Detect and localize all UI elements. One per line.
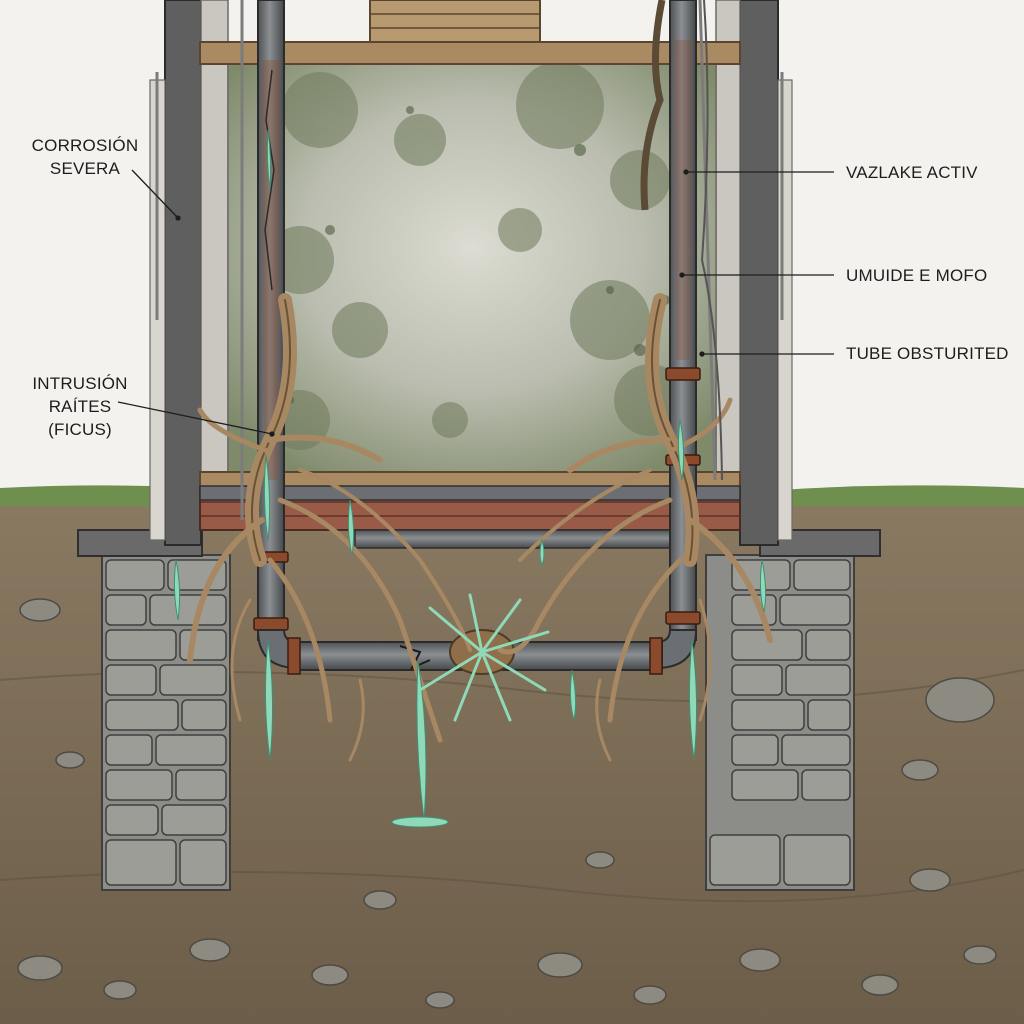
label-roots-line-2: RAÍTES <box>48 397 112 416</box>
rust-streak-right <box>674 40 692 360</box>
rust-streak-left <box>262 60 280 480</box>
wall-left <box>164 0 202 546</box>
wood-post-top <box>369 0 541 43</box>
grass-strip-right <box>780 485 1024 506</box>
stone-foundation-right <box>705 554 855 891</box>
water-spray <box>418 593 550 722</box>
label-corrosion: CORROSIÓN SEVERA <box>30 134 140 180</box>
leader-roots <box>117 401 273 435</box>
pipe-coupling-h <box>649 637 663 675</box>
label-blocked-pipe: TUBE OBSTURITED <box>846 344 1009 363</box>
stone-foundation-left <box>101 554 231 891</box>
label-roots-line-1: INTRUSIÓN <box>32 374 128 393</box>
pebbles <box>17 598 997 1009</box>
label-corrosion-line-1: CORROSIÓN <box>31 136 139 155</box>
label-roots-line-3: (FICUS) <box>48 420 112 439</box>
water-leaks <box>173 129 767 828</box>
hanging-root-strand <box>700 0 723 481</box>
leader-lines <box>117 169 834 437</box>
label-corrosion-line-2: SEVERA <box>49 159 121 178</box>
slab-beam <box>199 485 741 501</box>
label-active-leak: VAZLAKE ACTIV <box>846 163 978 182</box>
label-humidity-mold: UMUIDE E MOFO <box>846 266 988 285</box>
hanging-root <box>640 0 666 211</box>
pipe-coupling-h <box>287 637 301 675</box>
crack-left <box>264 69 275 291</box>
wall-right <box>739 0 779 546</box>
outer-plaster-right <box>777 79 793 541</box>
roots <box>187 293 773 762</box>
label-root-intrusion: INTRUSIÓN RAÍTES (FICUS) <box>28 372 132 441</box>
leader-corrosion <box>131 169 179 219</box>
